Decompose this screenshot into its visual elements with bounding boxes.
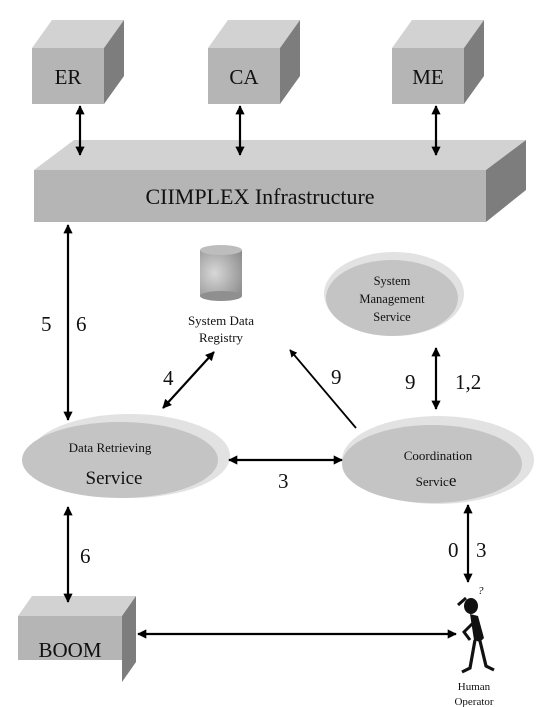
system-management-service: System Management Service [324,252,464,336]
registry-retrieve-arrow [162,351,215,409]
edge-label-6-infra: 6 [76,312,87,336]
me-label: ME [412,65,444,89]
system-management-line2: Management [359,292,425,306]
edge-label-6-boom: 6 [80,544,91,568]
system-management-line3: Service [373,310,411,324]
ca-label: CA [229,65,259,89]
me-box: ME [392,20,484,104]
data-retrieving-line2: Service [86,468,143,489]
data-retrieving-line1: Data Retrieving [69,440,152,455]
coordination-service: Coordination Service [342,416,534,504]
er-box: ER [32,20,124,104]
edge-label-4: 4 [163,366,174,390]
edge-label-0: 0 [448,538,459,562]
operator-label-line1: Human [458,681,491,693]
edge-label-5: 5 [41,312,52,336]
coordination-line1: Coordination [404,448,473,463]
ca-box: CA [208,20,300,104]
coordination-line2: Service [416,471,457,490]
er-label: ER [55,65,82,89]
operator-label-line2: Operator [454,696,493,707]
edge-label-1-2: 1,2 [455,370,481,394]
edge-label-3-coord: 3 [278,469,289,493]
database-icon [200,245,242,301]
data-retrieving-service: Data Retrieving Service [22,414,230,498]
infrastructure-slab: CIIMPLEX Infrastructure [34,140,526,222]
system-management-line1: System [374,274,411,288]
svg-text:?: ? [478,585,484,597]
boom-box: BOOM [18,596,136,682]
registry-label-line1: System Data [188,313,254,328]
registry-label-line2: Registry [199,330,244,345]
coord-registry-arrow [289,349,357,429]
boom-label: BOOM [38,638,101,662]
edge-label-3-operator: 3 [476,538,487,562]
edge-label-9-mgmt: 9 [405,370,416,394]
edge-label-9-registry: 9 [331,365,342,389]
infrastructure-label: CIIMPLEX Infrastructure [145,184,374,209]
human-operator-icon: ? [457,585,495,674]
